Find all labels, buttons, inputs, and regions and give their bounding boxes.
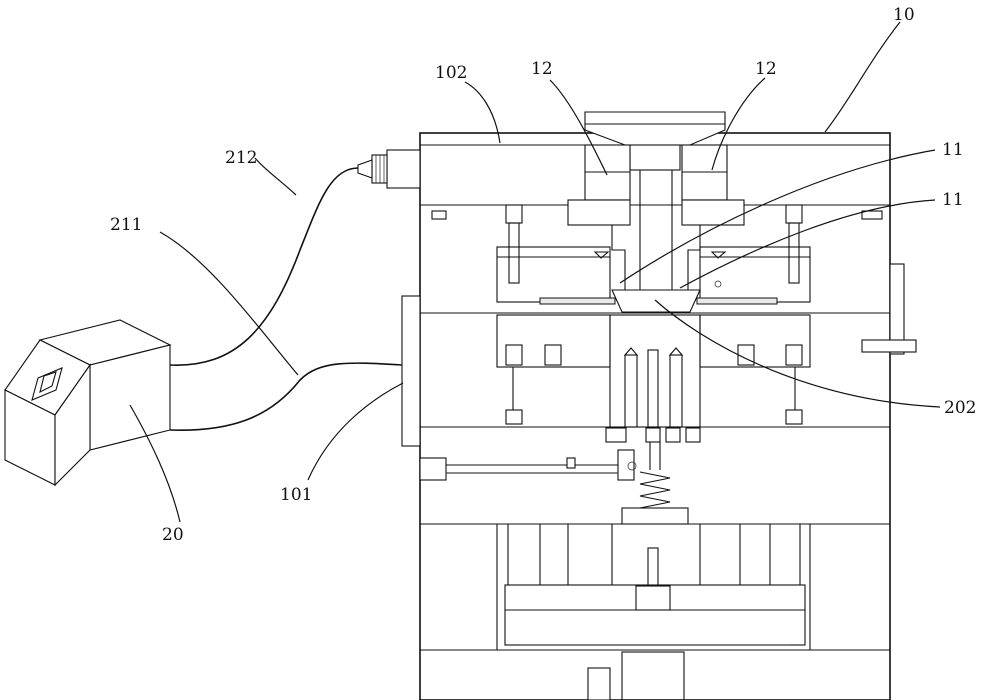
sprue-bushing: [584, 111, 726, 290]
ejector-plate: [496, 524, 811, 650]
label-20: 20: [162, 525, 184, 545]
label-10: 10: [893, 5, 915, 25]
spring: [621, 442, 689, 525]
label-11-lower: 11: [942, 190, 964, 210]
mold-body: [401, 132, 891, 700]
ejector-pins: [605, 314, 701, 443]
insert-right-12: [681, 144, 728, 201]
label-202: 202: [944, 398, 976, 418]
sensor-fitting: [357, 149, 421, 189]
insert-left-12: [584, 144, 631, 201]
part-labels: 10 102 12 12 11 11 202 212 211 101 20: [110, 5, 976, 545]
cables: [169, 167, 403, 431]
bottom-stud: [587, 651, 685, 700]
label-102: 102: [435, 63, 467, 83]
upper-cavity: [496, 199, 811, 313]
label-12-left: 12: [531, 59, 553, 79]
side-latch: [861, 263, 917, 355]
side-rod: [419, 449, 637, 481]
guide-pin-right-upper: [785, 204, 803, 284]
leader-lines: [129, 21, 941, 523]
label-211: 211: [110, 215, 142, 235]
label-11-upper: 11: [942, 140, 964, 160]
guide-pin-left-upper: [505, 204, 523, 284]
label-101: 101: [280, 485, 312, 505]
label-12-right: 12: [755, 59, 777, 79]
label-212: 212: [225, 148, 257, 168]
controller-box: [4, 319, 172, 487]
lower-cavity: [496, 314, 811, 425]
